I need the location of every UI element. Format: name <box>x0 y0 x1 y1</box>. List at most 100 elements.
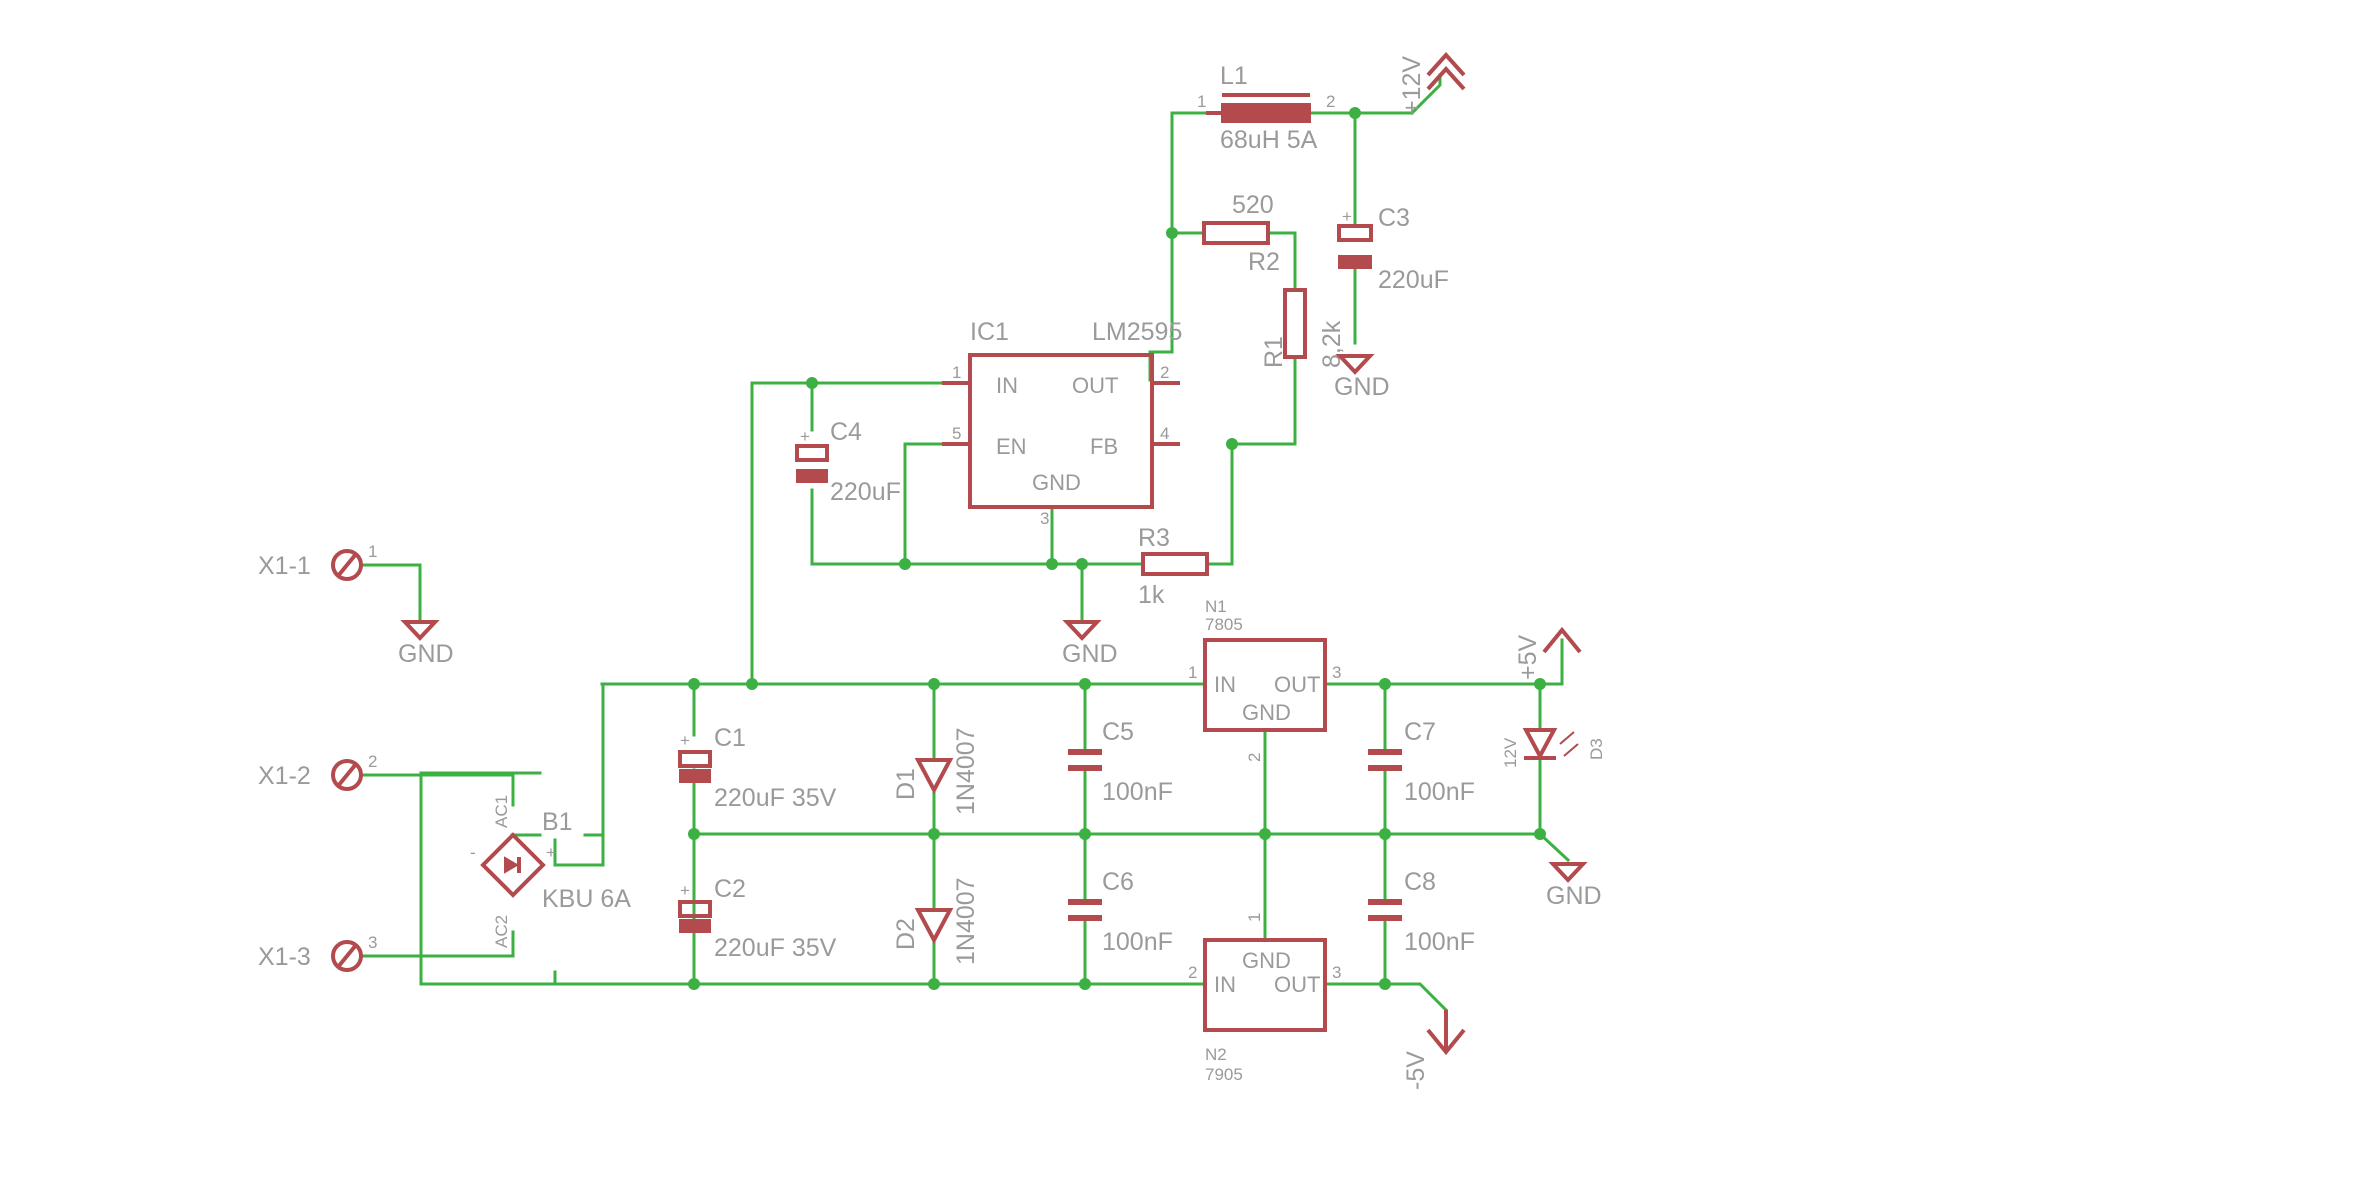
d1-value: 1N4007 <box>952 727 980 815</box>
junctions <box>688 107 1546 990</box>
capacitor-c4: + C4 220uF <box>795 418 901 506</box>
b1-plus: + <box>546 843 556 862</box>
c7-value: 100nF <box>1404 778 1475 806</box>
minus5v-label: -5V <box>1402 1051 1430 1090</box>
n2-pin1: 1 <box>1245 913 1264 922</box>
capacitor-c8: C8 100nF <box>1368 868 1475 956</box>
r3-ref: R3 <box>1138 524 1170 552</box>
c6-ref: C6 <box>1102 868 1134 896</box>
c1-value: 220uF 35V <box>714 784 837 812</box>
c6-value: 100nF <box>1102 928 1173 956</box>
c8-value: 100nF <box>1404 928 1475 956</box>
n1-value: 7805 <box>1205 615 1243 634</box>
c3-plus: + <box>1342 207 1352 226</box>
ic1-pin5: 5 <box>952 424 961 443</box>
ic1-lm2595: IC1 LM2595 IN OUT EN FB GND 1 2 5 4 3 <box>942 318 1182 528</box>
x1-3-pin: 3 <box>368 933 377 952</box>
gnd-symbol-ic1: GND <box>1062 620 1118 668</box>
c4-ref: C4 <box>830 418 862 446</box>
gnd-label-d3: GND <box>1546 882 1602 910</box>
ic1-pin-gnd: GND <box>1032 470 1081 495</box>
capacitor-c2: + C2 220uF 35V <box>678 875 837 962</box>
resistor-r3: R3 1k <box>1138 524 1209 609</box>
n2-value: 7905 <box>1205 1065 1243 1084</box>
gnd-label-x1: GND <box>398 640 454 668</box>
n1-pin-in: IN <box>1214 672 1236 697</box>
capacitor-c1: + C1 220uF 35V <box>678 724 837 812</box>
regulator-n1: N1 7805 IN OUT GND 1 3 2 <box>1188 597 1341 762</box>
c2-plus: + <box>680 881 690 900</box>
b1-ref: B1 <box>542 808 573 836</box>
led-d3: 12V D3 <box>1501 728 1606 768</box>
resistor-r2: 520 R2 <box>1202 191 1280 276</box>
ic1-pin1: 1 <box>952 363 961 382</box>
inductor-l1: L1 68uH 5A 1 2 <box>1197 62 1335 154</box>
plus5v-label: +5V <box>1514 634 1542 680</box>
supply-minus5v: -5V <box>1402 1010 1466 1090</box>
c2-ref: C2 <box>714 875 746 903</box>
x1-2-ref: X1-2 <box>258 762 311 790</box>
l1-value: 68uH 5A <box>1220 126 1318 154</box>
diode-d2: D2 1N4007 <box>892 877 980 965</box>
l1-ref: L1 <box>1220 62 1248 90</box>
capacitor-c7: C7 100nF <box>1368 718 1475 806</box>
n1-pin2: 2 <box>1245 753 1264 762</box>
b1-ac2: AC2 <box>492 915 511 948</box>
l1-pin1: 1 <box>1197 92 1206 111</box>
x1-3-ref: X1-3 <box>258 943 311 971</box>
regulator-n2: N2 7905 GND IN OUT 2 3 1 <box>1188 913 1341 1084</box>
d3-value: 12V <box>1501 737 1520 768</box>
wires <box>360 73 1571 1013</box>
capacitor-c6: C6 100nF <box>1068 868 1173 956</box>
x1-1-ref: X1-1 <box>258 552 311 580</box>
n2-pin2: 2 <box>1188 963 1197 982</box>
b1-value: KBU 6A <box>542 885 631 913</box>
resistor-r1: R1 8,2k <box>1260 288 1346 368</box>
gnd-label-ic1: GND <box>1062 640 1118 668</box>
r2-value: 520 <box>1232 191 1274 219</box>
c7-ref: C7 <box>1404 718 1436 746</box>
n1-pin1: 1 <box>1188 663 1197 682</box>
bridge-rectifier-b1: B1 KBU 6A AC1 AC2 + - <box>470 795 631 948</box>
terminal-x1-1: X1-1 1 <box>258 542 377 581</box>
ic1-pin-en: EN <box>996 434 1027 459</box>
ic1-pin3: 3 <box>1040 509 1049 528</box>
d1-ref: D1 <box>892 768 920 800</box>
x1-2-pin: 2 <box>368 752 377 771</box>
n1-pin3: 3 <box>1332 663 1341 682</box>
ic1-pin-out: OUT <box>1072 373 1118 398</box>
gnd-symbol-x1: GND <box>398 620 454 668</box>
ic1-pin-in: IN <box>996 373 1018 398</box>
r3-value: 1k <box>1138 581 1165 609</box>
ic1-pin-fb: FB <box>1090 434 1118 459</box>
ic1-pin2: 2 <box>1160 363 1169 382</box>
c3-ref: C3 <box>1378 204 1410 232</box>
ic1-pin4: 4 <box>1160 424 1169 443</box>
r2-ref: R2 <box>1248 248 1280 276</box>
n1-pin-gnd: GND <box>1242 700 1291 725</box>
n2-pin-in: IN <box>1214 972 1236 997</box>
ic1-ref: IC1 <box>970 318 1009 346</box>
r1-ref: R1 <box>1260 336 1288 368</box>
terminal-x1-2: X1-2 2 <box>258 752 377 791</box>
n2-ref: N2 <box>1205 1045 1227 1064</box>
plus12v-label: +12V <box>1398 56 1426 115</box>
c4-plus: + <box>800 427 810 446</box>
c8-ref: C8 <box>1404 868 1436 896</box>
gnd-label-c3: GND <box>1334 373 1390 401</box>
n1-pin-out: OUT <box>1274 672 1320 697</box>
c5-ref: C5 <box>1102 718 1134 746</box>
d3-ref: D3 <box>1587 738 1606 760</box>
c4-value: 220uF <box>830 478 901 506</box>
capacitor-c3: + C3 220uF <box>1337 204 1449 294</box>
gnd-symbol-c3: GND <box>1334 354 1390 401</box>
c3-value: 220uF <box>1378 266 1449 294</box>
c2-value: 220uF 35V <box>714 934 837 962</box>
b1-ac1: AC1 <box>492 795 511 828</box>
n2-pin-out: OUT <box>1274 972 1320 997</box>
d2-value: 1N4007 <box>952 877 980 965</box>
n2-pin3: 3 <box>1332 963 1341 982</box>
c1-plus: + <box>680 731 690 750</box>
ic1-value: LM2595 <box>1092 318 1182 346</box>
